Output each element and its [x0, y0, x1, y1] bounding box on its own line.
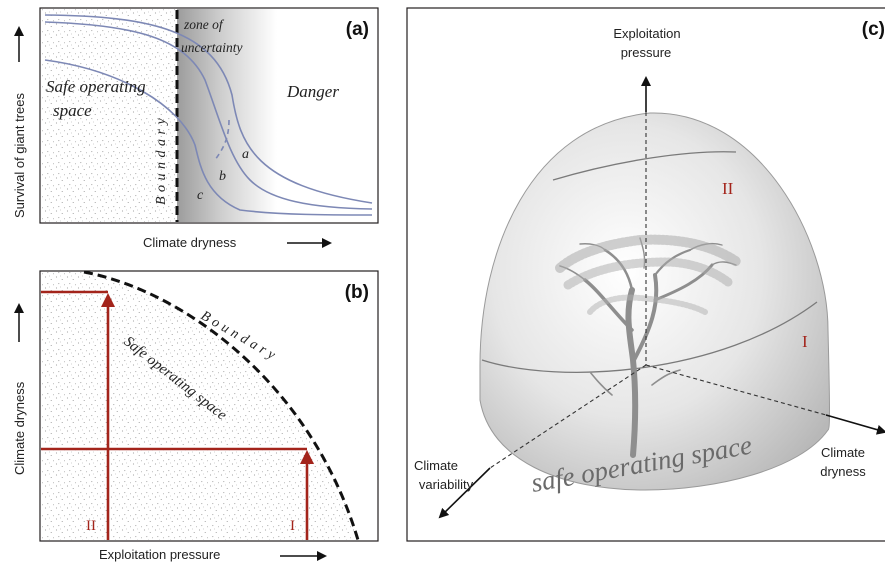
tree-illustration — [555, 234, 742, 458]
curve-a — [44, 14, 373, 204]
panel-b-boundary-curve — [83, 270, 360, 541]
zone-label-line1: zone of — [183, 17, 225, 32]
panel-b-x-axis-label: Exploitation pressure — [99, 547, 220, 562]
curve-a-label: a — [242, 147, 249, 162]
panel-b-marker-one: I — [290, 518, 295, 534]
variability-axis-dashed — [489, 364, 647, 469]
panel-a-stipple — [41, 9, 177, 222]
curve-c — [44, 59, 373, 216]
danger-label: Danger — [286, 82, 339, 101]
panel-b-y-axis-label: Climate dryness — [12, 381, 27, 475]
panel-a-boundary-label: Boundary — [154, 114, 169, 205]
axis-left-label-line1: Climate — [414, 458, 458, 473]
panel-c-marker-one: I — [802, 332, 808, 351]
dome-contour-one — [481, 301, 818, 373]
panel-c: (c) Exploitation pressure Climate variab… — [406, 7, 885, 542]
curve-b — [44, 21, 373, 210]
dryness-axis-dashed — [645, 364, 827, 416]
safe-space-label-line2: space — [53, 101, 92, 120]
panel-b-label: (b) — [345, 282, 369, 303]
panel-c-label: (c) — [862, 19, 885, 40]
panel-b: (b) Boundary Safe operating space II I C… — [12, 270, 379, 562]
panel-a: (a) zone of uncertainty Safe operating s… — [12, 7, 379, 250]
curve-b-label: b — [219, 169, 226, 184]
panel-a-label: (a) — [346, 19, 369, 40]
axis-top-label-line2: pressure — [621, 45, 672, 60]
curve-c-label: c — [197, 188, 204, 203]
variability-axis-arrow — [438, 467, 491, 519]
dryness-axis-arrow — [825, 414, 885, 435]
zone-label-line2: uncertainty — [181, 40, 242, 55]
axis-right-label-line1: Climate — [821, 445, 865, 460]
axis-top-label-line1: Exploitation — [613, 26, 680, 41]
curve-unstable-branch — [214, 119, 230, 161]
panel-c-marker-two: II — [722, 179, 734, 198]
panel-a-y-axis-label: Survival of giant trees — [12, 92, 27, 218]
panel-b-marker-two: II — [86, 518, 96, 534]
axis-left-label-line2: variability — [419, 477, 474, 492]
dome-contour-two — [552, 151, 737, 181]
uncertainty-zone — [177, 9, 277, 222]
panel-b-stipple — [41, 272, 358, 540]
safe-space-label-line1: Safe operating — [46, 77, 146, 96]
panel-a-x-axis-label: Climate dryness — [143, 235, 237, 250]
axis-right-label-line2: dryness — [820, 464, 866, 479]
